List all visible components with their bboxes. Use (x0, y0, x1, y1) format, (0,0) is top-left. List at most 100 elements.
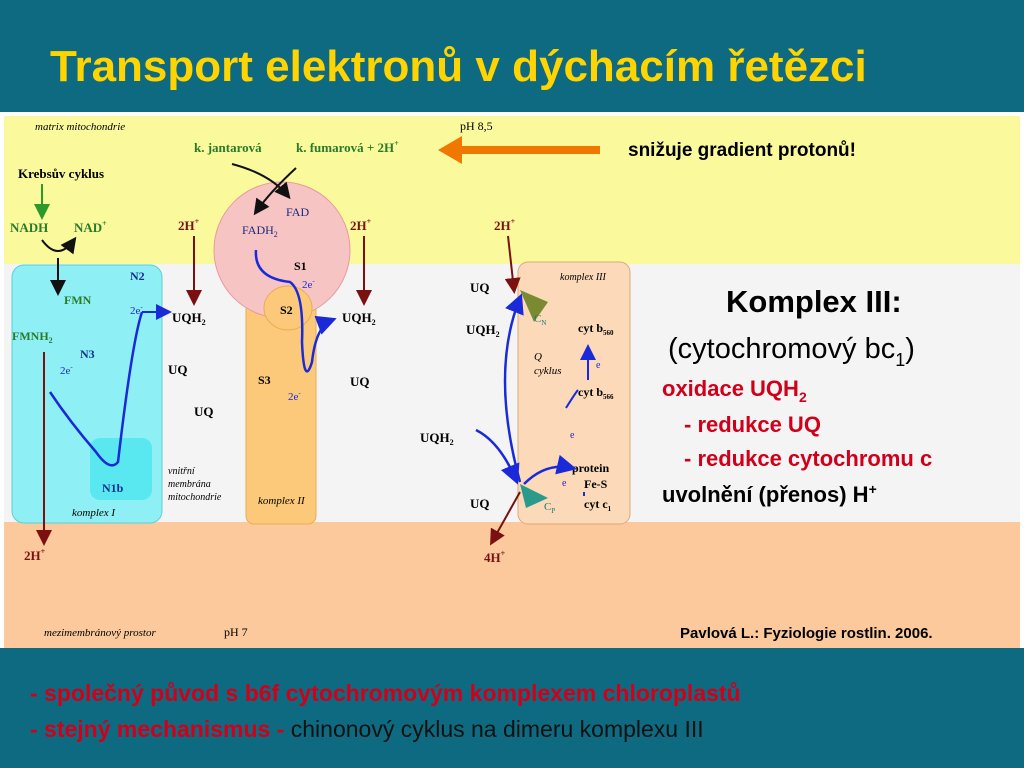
gradient-note: snižuje gradient protonů! (628, 140, 856, 161)
two-h-in-2: 2H (350, 218, 367, 233)
redukce-cyt-text: - redukce cytochromu c (684, 446, 932, 471)
cn-label: C (534, 313, 541, 325)
four-h-label: 4H (484, 550, 501, 565)
ph85-label: pH 8,5 (460, 119, 493, 133)
svg-text:cyt b560: cyt b560 (578, 321, 614, 337)
svg-text:2H+: 2H+ (24, 547, 46, 563)
e-label-1: e (596, 360, 601, 371)
bottom-line-1: - společný původ s b6f cytochromovým kom… (30, 680, 741, 706)
svg-text:(cytochromový bc1): (cytochromový bc1) (668, 333, 915, 370)
complex-3 (517, 261, 631, 525)
svg-text:4H+: 4H+ (484, 549, 506, 565)
uqh2-label-1: UQH (172, 310, 202, 325)
citation: Pavlová L.: Fyziologie rostlin. 2006. (680, 625, 933, 642)
e-label-3: e (562, 478, 567, 489)
intermembrane-label: mezimembránový prostor (44, 627, 156, 639)
matrix-band (4, 116, 1020, 264)
two-e-label: 2e (130, 305, 141, 317)
svg-text:2H+: 2H+ (494, 217, 516, 233)
n3-label: N3 (80, 347, 95, 361)
q-label: Q (534, 351, 542, 363)
nadh-label: NADH (10, 220, 48, 235)
uq-label-1: UQ (168, 362, 188, 377)
komplex3-subtitle: (cytochromový bc (668, 333, 895, 365)
nad-label: NAD (74, 220, 102, 235)
protein-label: protein (572, 461, 609, 475)
svg-text:CN: CN (534, 313, 546, 327)
n1b-box (90, 438, 152, 500)
matrix-label: matrix mitochondrie (35, 121, 125, 133)
h-sup-6: + (501, 549, 506, 558)
svg-text:2e-: 2e- (288, 389, 301, 403)
svg-text:FADH2: FADH2 (242, 223, 278, 239)
komplex3-label: komplex III (560, 272, 606, 283)
two-h-in-1: 2H (178, 218, 195, 233)
svg-text:UQH2: UQH2 (172, 310, 206, 327)
svg-text:UQH2: UQH2 (342, 310, 376, 327)
svg-text:2e-: 2e- (130, 303, 143, 317)
uqh2-sub-1: 2 (202, 318, 206, 327)
uvolneni-sup: + (869, 481, 877, 497)
two-h-out-1: 2H (24, 548, 41, 563)
e-label-2: e (570, 430, 575, 441)
uqh2-label-3: UQH (466, 322, 496, 337)
krebs-label: Krebsův cyklus (18, 166, 104, 181)
svg-text:UQH2: UQH2 (420, 430, 454, 447)
uvolneni-text: uvolnění (přenos) H (662, 482, 869, 507)
cp-site (520, 484, 548, 508)
two-e-label-2: 2e (60, 365, 71, 377)
cyklus-label: cyklus (534, 365, 561, 377)
svg-text:k. fumarová + 2H+: k. fumarová + 2H+ (296, 139, 399, 155)
h-sup-4: + (367, 217, 372, 226)
cytb566-sub: 566 (603, 393, 614, 401)
bottom-line-2: - stejný mechanismus - chinonový cyklus … (30, 716, 704, 743)
uq-label-2: UQ (194, 404, 214, 419)
uq-label-3: UQ (350, 374, 370, 389)
komplex3-subtitle-end: ) (905, 333, 915, 365)
two-h-in-3: 2H (494, 218, 511, 233)
svg-text:oxidace UQH2: oxidace UQH2 (662, 376, 807, 405)
complex-2 (245, 301, 317, 525)
redukce-uq-text: - redukce UQ (684, 412, 821, 437)
fmnh-sub: 2 (49, 336, 53, 345)
bottom-band: - společný původ s b6f cytochromovým kom… (0, 652, 1024, 768)
h-sup-5: + (511, 217, 516, 226)
uqh2-sub-4: 2 (450, 438, 454, 447)
fadh-label: FADH (242, 223, 274, 237)
nad-sup: + (102, 219, 107, 228)
uq-label-4: UQ (470, 280, 490, 295)
membrane-label-1: vnitřní (168, 466, 196, 477)
fmn-label: FMN (64, 293, 92, 307)
svg-text:cyt b566: cyt b566 (578, 385, 614, 401)
cn-site (520, 290, 548, 322)
svg-text:FMNH2: FMNH2 (12, 329, 53, 345)
jantarova-label: k. jantarová (194, 140, 262, 155)
slide-title: Transport elektronů v dýchacím řetězci (50, 42, 867, 91)
oxidace-text: oxidace UQH (662, 376, 799, 401)
svg-text:cyt c1: cyt c1 (584, 497, 612, 513)
oxidace-sub: 2 (799, 389, 807, 405)
cytc1-sub: 1 (608, 505, 612, 513)
gradient-arrowhead (438, 136, 462, 164)
komplex1-label: komplex I (72, 507, 116, 519)
electron-transport-diagram: matrix mitochondrie pH 8,5 Krebsův cyklu… (4, 116, 1020, 648)
fes-label: Fe-S (584, 477, 608, 491)
fumarova-label: k. fumarová + 2H (296, 140, 394, 155)
cytb560-sub: 560 (603, 329, 614, 337)
bottom-line-2-red: - stejný mechanismus - (30, 716, 285, 742)
cp-label: C (544, 501, 551, 513)
e-sup-2: - (70, 363, 73, 371)
cytb566-label: cyt b (578, 385, 603, 399)
uq-label-5: UQ (470, 496, 490, 511)
title-bar: Transport elektronů v dýchacím řetězci (0, 0, 1024, 112)
cn-sub: N (541, 319, 546, 327)
svg-text:2H+: 2H+ (350, 217, 372, 233)
fmnh-label: FMNH (12, 329, 49, 343)
diagram-figure: matrix mitochondrie pH 8,5 Krebsův cyklu… (0, 112, 1024, 648)
komplex3-title: Komplex III: (726, 284, 902, 319)
s2-label: S2 (280, 303, 293, 317)
svg-text:2H+: 2H+ (178, 217, 200, 233)
svg-text:CP: CP (544, 501, 555, 515)
komplex3-subtitle-sub: 1 (895, 350, 905, 370)
